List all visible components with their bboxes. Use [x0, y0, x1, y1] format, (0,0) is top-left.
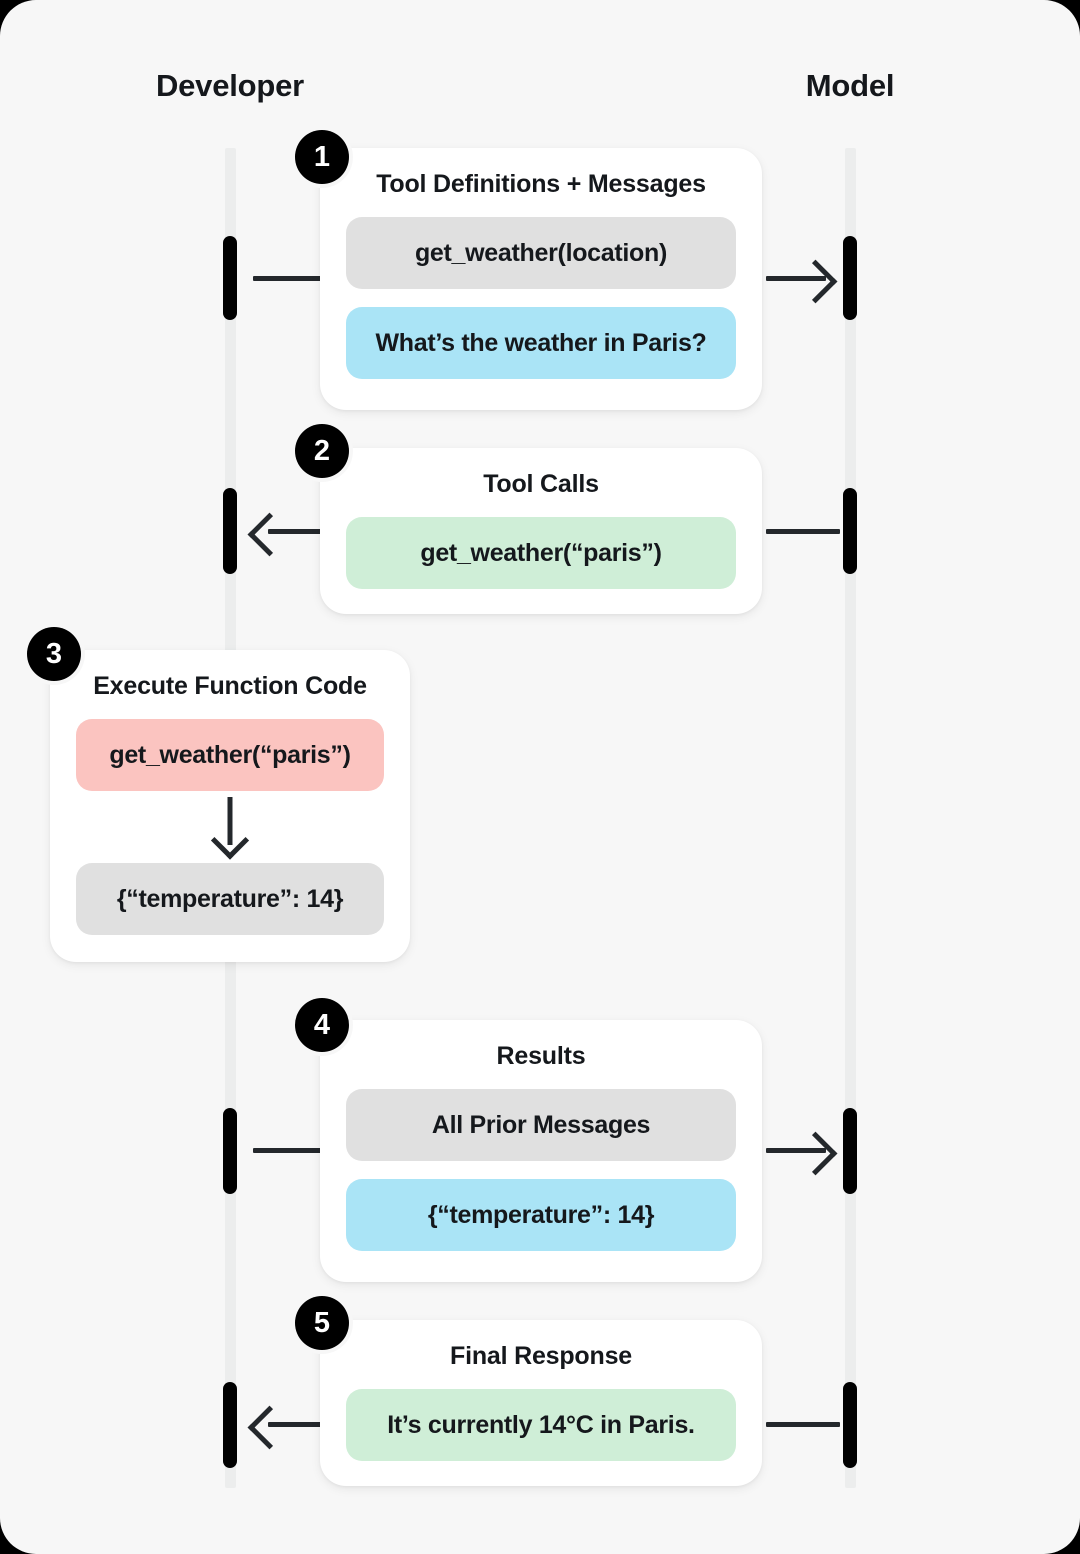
arrow-right-icon-step1	[793, 259, 838, 304]
chip-step1-1: What’s the weather in Paris?	[346, 307, 736, 379]
card-step-4: Results All Prior Messages {“temperature…	[320, 1020, 762, 1282]
chip-step3-0: get_weather(“paris”)	[76, 719, 384, 791]
connector-step5-right	[766, 1422, 840, 1427]
activation-developer-step4	[223, 1108, 237, 1194]
connector-step2-right	[766, 529, 840, 534]
card-step-5: Final Response It’s currently 14°C in Pa…	[320, 1320, 762, 1486]
card-title-step-4: Results	[496, 1042, 586, 1070]
connector-step4-left	[253, 1148, 323, 1153]
connector-step5-left	[268, 1422, 326, 1427]
chip-step2-0: get_weather(“paris”)	[346, 517, 736, 589]
connector-step1-left	[253, 276, 323, 281]
connector-step2-left	[268, 529, 326, 534]
card-step-3: Execute Function Code get_weather(“paris…	[50, 650, 410, 962]
activation-model-step2	[843, 488, 857, 574]
connector-step4-right	[766, 1148, 826, 1153]
step-badge-3: 3	[27, 627, 81, 681]
activation-model-step4	[843, 1108, 857, 1194]
column-header-developer: Developer	[155, 68, 305, 103]
card-step-2: Tool Calls get_weather(“paris”)	[320, 448, 762, 614]
chip-step4-0: All Prior Messages	[346, 1089, 736, 1161]
column-header-model: Model	[805, 68, 895, 103]
step-badge-4: 4	[295, 998, 349, 1052]
card-step-1: Tool Definitions + Messages get_weather(…	[320, 148, 762, 410]
chip-step5-0: It’s currently 14°C in Paris.	[346, 1389, 736, 1461]
activation-developer-step5	[223, 1382, 237, 1468]
arrow-right-icon-step4	[793, 1131, 838, 1176]
activation-developer-step1	[223, 236, 237, 320]
card-title-step-2: Tool Calls	[483, 470, 599, 498]
step-badge-1: 1	[295, 130, 349, 184]
arrow-down-icon-step3	[76, 797, 384, 860]
step-badge-2: 2	[295, 424, 349, 478]
chip-step4-1: {“temperature”: 14}	[346, 1179, 736, 1251]
chip-step3-1: {“temperature”: 14}	[76, 863, 384, 935]
chip-step1-0: get_weather(location)	[346, 217, 736, 289]
connector-step1-right	[766, 276, 826, 281]
arrow-left-icon-step2	[247, 512, 292, 557]
card-title-step-5: Final Response	[450, 1342, 632, 1370]
activation-model-step1	[843, 236, 857, 320]
arrow-left-icon-step5	[247, 1405, 292, 1450]
lifeline-model	[845, 148, 856, 1488]
activation-developer-step2	[223, 488, 237, 574]
activation-model-step5	[843, 1382, 857, 1468]
card-title-step-1: Tool Definitions + Messages	[376, 170, 706, 198]
card-title-step-3: Execute Function Code	[93, 672, 367, 700]
step-badge-5: 5	[295, 1296, 349, 1350]
